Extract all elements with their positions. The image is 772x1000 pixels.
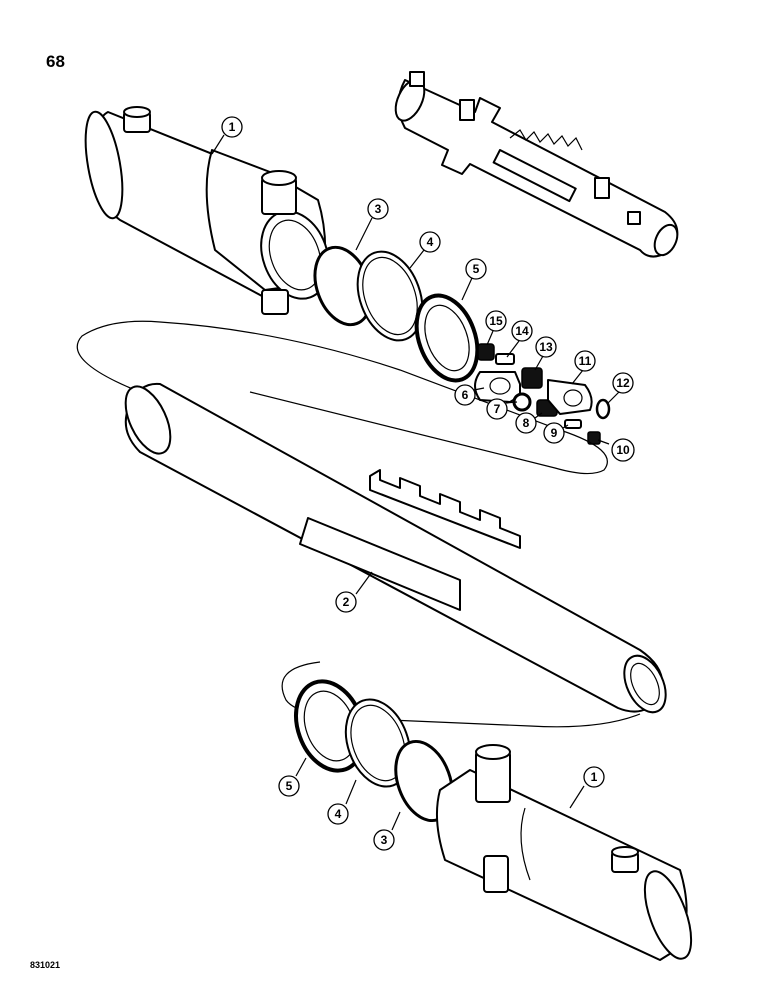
svg-text:12: 12 xyxy=(616,376,630,390)
figure-code: 831021 xyxy=(30,960,61,970)
callout-3-upper: 3 xyxy=(367,198,389,220)
callout-3-lower: 3 xyxy=(373,829,395,851)
callout-13: 13 xyxy=(535,336,557,358)
svg-text:1: 1 xyxy=(229,120,236,134)
svg-text:8: 8 xyxy=(523,416,530,430)
callout-9: 9 xyxy=(543,422,565,444)
svg-text:1: 1 xyxy=(591,770,598,784)
backup-ring-upper-illustration xyxy=(356,250,424,342)
callout-8: 8 xyxy=(515,412,537,434)
svg-text:10: 10 xyxy=(616,443,630,457)
svg-text:3: 3 xyxy=(375,202,382,216)
callout-1-upper: 1 xyxy=(221,116,243,138)
callout-5-upper: 5 xyxy=(465,258,487,280)
svg-text:5: 5 xyxy=(473,262,480,276)
cylinder-end-upper-illustration xyxy=(84,106,330,315)
svg-text:11: 11 xyxy=(579,354,592,368)
callout-15: 15 xyxy=(485,310,507,332)
svg-text:6: 6 xyxy=(462,388,469,402)
callout-4-upper: 4 xyxy=(419,231,441,253)
backup-ring-lower-illustration xyxy=(344,698,412,788)
callout-7: 7 xyxy=(486,398,508,420)
svg-text:4: 4 xyxy=(427,235,434,249)
svg-text:15: 15 xyxy=(489,314,503,328)
callout-5-lower: 5 xyxy=(278,775,300,797)
svg-text:4: 4 xyxy=(335,807,342,821)
callout-11: 11 xyxy=(574,350,596,372)
piston-rack-illustration xyxy=(124,382,667,714)
seal-upper-illustration xyxy=(414,293,480,383)
callout-10: 10 xyxy=(611,438,635,462)
svg-text:14: 14 xyxy=(515,324,529,338)
svg-text:3: 3 xyxy=(381,833,388,847)
callout-12: 12 xyxy=(612,372,634,394)
page-number: 68 xyxy=(46,52,65,71)
svg-text:9: 9 xyxy=(551,426,558,440)
grouping-loop-upper xyxy=(76,320,608,475)
valve-components-illustration xyxy=(474,343,611,445)
callout-14: 14 xyxy=(511,320,533,342)
svg-text:13: 13 xyxy=(539,340,553,354)
callout-4-lower: 4 xyxy=(327,803,349,825)
callout-6: 6 xyxy=(454,384,476,406)
cylinder-end-lower-illustration xyxy=(436,744,693,961)
assembled-cylinder-illustration xyxy=(394,71,679,258)
svg-text:7: 7 xyxy=(494,402,501,416)
leader-lines xyxy=(211,134,621,831)
svg-text:5: 5 xyxy=(286,779,293,793)
svg-text:2: 2 xyxy=(343,595,350,609)
callout-1-lower: 1 xyxy=(583,766,605,788)
callout-2: 2 xyxy=(335,591,357,613)
